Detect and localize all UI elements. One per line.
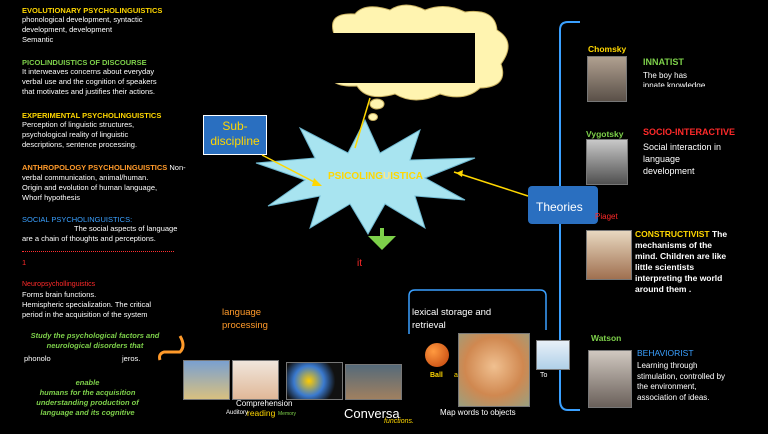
memory-label: Memory	[278, 411, 297, 417]
enable-line-1: enable	[75, 378, 100, 387]
chomsky-desc-clipped: innate knowledge	[643, 82, 706, 87]
language-processing-label: language processing	[222, 307, 268, 331]
vygotsky-desc: Social interaction in language developme…	[643, 142, 722, 176]
comprehension-label: Comprehension	[236, 399, 293, 408]
chomsky-type: INNATIST	[643, 57, 684, 67]
anthropology-line-1: verbal communication, animal/human.	[22, 173, 149, 182]
neuro-line-1: Forms brain functions.	[22, 290, 97, 299]
it-label: it	[357, 258, 362, 269]
discourse-line-1: It interweaves concerns about everyday	[22, 67, 155, 76]
watson-photo	[588, 350, 632, 408]
theories-label: Theories	[536, 200, 583, 214]
psicolinguistica-star	[255, 118, 476, 235]
anthropology-line-2: Origin and evolution of human language,	[22, 183, 158, 192]
vygotsky-name: Vygotsky	[586, 129, 624, 139]
piaget-type-line: CONSTRUCTIVIST The	[635, 229, 727, 240]
neuro-line-2: Hemispheric specialization. The critical	[22, 300, 152, 309]
piaget-photo	[586, 230, 632, 280]
chomsky-photo	[587, 56, 627, 102]
red-divider	[22, 251, 174, 252]
a-label: a	[454, 372, 458, 379]
photo-child-face	[232, 360, 279, 400]
anthropology-title: ANTHROPOLOGY PSYCHOLINGUISTICS	[22, 163, 168, 172]
star-label-a: PSICOLING	[328, 171, 384, 182]
piaget-name: Piaget	[595, 212, 618, 221]
evolutionary-section: EVOLUTIONARY PSYCHOLINGUISTICS phonologi…	[22, 6, 202, 45]
study-fragment-right: jeros.	[122, 354, 141, 363]
subdiscipline-label: Sub- discipline	[210, 119, 260, 148]
discourse-section: PICOLINDUISTICS OF DISCOURSE It interwea…	[22, 58, 202, 97]
social-line-2: are a chain of thoughts and perceptions.	[22, 234, 156, 243]
photo-child-writing	[183, 360, 230, 400]
social-section: SOCIAL PSYCHOLINGUISTICS: The social asp…	[22, 215, 207, 244]
watson-name: Watson	[591, 333, 622, 343]
experimental-line-1: Perception of linguistic structures,	[22, 120, 135, 129]
evolutionary-line-1: phonological development, syntactic	[22, 15, 143, 24]
to-label: To	[540, 372, 548, 379]
study-line-2: neurological disorders that	[46, 341, 144, 350]
ball-image	[425, 343, 449, 367]
auditory-label: Auditory	[226, 410, 249, 416]
head-map-image	[458, 333, 530, 407]
enable-section: enable humans for the acquisition unders…	[20, 378, 155, 418]
star-label: PSICOLINGUISTICA	[328, 171, 424, 182]
study-fragment-left: phonolo	[24, 354, 51, 363]
social-title: SOCIAL PSYCHOLINGUISTICS:	[22, 215, 133, 224]
anthropology-section: ANTHROPOLOGY PSYCHOLINGUISTICS Non- verb…	[22, 163, 207, 203]
piaget-type-rest: The	[709, 229, 728, 239]
theories-box: Theories	[528, 186, 598, 224]
discourse-title: PICOLINDUISTICS OF DISCOURSE	[22, 58, 147, 67]
vygotsky-type: SOCIO-INTERACTIVE	[643, 127, 736, 137]
experimental-section: EXPERIMENTAL PSYCHOLINGUISTICS Perceptio…	[22, 111, 202, 150]
functions-label: functions.	[384, 418, 414, 425]
chomsky-name: Chomsky	[588, 44, 627, 54]
star-label-b: ISTICA	[390, 171, 424, 182]
toy-image	[536, 340, 570, 370]
photo-brain-icons	[286, 362, 343, 400]
neuro-title: Neuropsychollinguistics	[22, 281, 96, 288]
experimental-line-3: descriptions, sentence processing.	[22, 140, 138, 149]
evolutionary-line-3: Semantic	[22, 35, 54, 44]
discourse-line-2: verbal use and the cognition of speakers	[22, 77, 157, 86]
reading-label: reading	[247, 408, 276, 418]
ball-label: Ball	[430, 372, 443, 379]
enable-line-2: humans for the acquisition	[39, 388, 136, 397]
discourse-line-3: that motivates and justifies their actio…	[22, 87, 155, 96]
social-line-1: The social aspects of language	[74, 224, 178, 233]
study-section: Study the psychological factors and neur…	[20, 331, 170, 351]
neuro-line-3: period in the acquisition of the system	[22, 310, 148, 319]
photo-conversation	[345, 364, 402, 400]
piaget-desc: mechanisms of the mind. Children are lik…	[635, 240, 727, 294]
neuro-section: Neuropsychollinguistics Forms brain func…	[22, 280, 202, 320]
anthropology-title-rest: Non-	[167, 163, 186, 172]
anthropology-line-3: Whorf hypothesis	[22, 193, 80, 202]
map-words-label: Map words to objects	[440, 408, 516, 417]
subdiscipline-box: Sub- discipline	[203, 115, 267, 155]
vygotsky-photo	[586, 139, 628, 185]
evolutionary-title: EVOLUTIONARY PSYCHOLINGUISTICS	[22, 6, 163, 15]
enable-line-4: language and its cognitive	[40, 408, 135, 417]
experimental-title: EXPERIMENTAL PSYCHOLINGUISTICS	[22, 111, 162, 120]
conversa-label: Conversa	[344, 406, 400, 421]
watson-type: BEHAVIORIST	[637, 348, 694, 358]
study-line-1: Study the psychological factors and	[30, 331, 160, 340]
redacted-box	[320, 33, 475, 83]
orange-bracket	[158, 335, 185, 361]
lexical-storage-label: lexical storage and retrieval	[412, 307, 492, 331]
enable-line-3: understanding production of	[36, 398, 139, 407]
piaget-type: CONSTRUCTIVIST	[635, 229, 710, 239]
chomsky-desc: The boy has	[643, 71, 688, 80]
evolutionary-line-2: development, development	[22, 25, 113, 34]
watson-desc: Learning through stimulation, controlled…	[637, 361, 726, 402]
experimental-line-2: psychological reality of linguistic	[22, 130, 129, 139]
number-label: 1	[22, 258, 27, 267]
